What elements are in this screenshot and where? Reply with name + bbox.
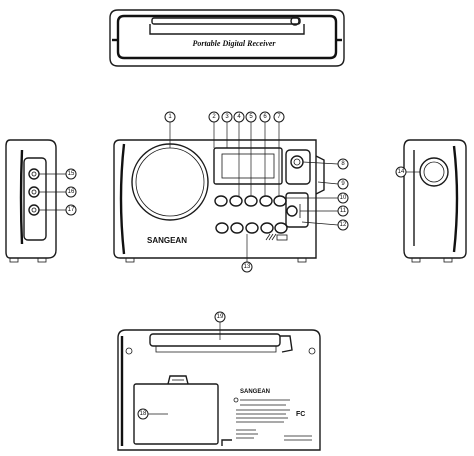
front-view: SANGEAN [113, 139, 325, 263]
back-body-outline [117, 329, 321, 451]
back-brand: SANGEAN [240, 389, 270, 395]
svg-text:15: 15 [68, 171, 75, 177]
callout-8: 8 [337, 158, 349, 170]
callout-9: 9 [337, 178, 349, 190]
left-foot-2 [37, 257, 47, 263]
svg-text:17: 17 [68, 207, 75, 213]
antenna-pivot [290, 16, 300, 26]
preset-3 [245, 222, 259, 234]
svg-text:19: 19 [217, 314, 224, 320]
callout-17: 17 [65, 204, 77, 216]
fcc-mark: FC [296, 411, 305, 418]
callout-19: 19 [214, 311, 226, 323]
tuning-knob-panel [285, 149, 311, 185]
callout-12: 12 [337, 219, 349, 231]
front-left-bezel [119, 143, 126, 255]
left-jack-panel [23, 157, 47, 241]
svg-text:7: 7 [277, 114, 281, 120]
svg-text:1: 1 [168, 114, 172, 120]
front-right-bracket [315, 155, 325, 195]
callout-5: 5 [245, 111, 257, 123]
svg-text:10: 10 [340, 195, 347, 201]
callout-2: 2 [208, 111, 220, 123]
callout-10: 10 [337, 192, 349, 204]
antenna-hinge [280, 335, 293, 353]
callout-6: 6 [259, 111, 271, 123]
front-foot-left [125, 257, 135, 263]
preset-5 [274, 222, 288, 234]
antenna-recess [149, 24, 305, 35]
front-foot-right [297, 257, 307, 263]
back-bottom-tab [221, 439, 232, 446]
preset-button-row [215, 222, 288, 234]
left-foot [9, 257, 19, 263]
button-d [259, 195, 273, 207]
svg-text:2: 2 [212, 114, 216, 120]
antenna-back [149, 333, 281, 347]
preset-1 [215, 222, 229, 234]
right-side-outline [403, 139, 467, 259]
svg-text:8: 8 [341, 161, 345, 167]
rating-label: SANGEAN FC [233, 389, 312, 441]
battery-door [133, 383, 219, 445]
back-view: SANGEAN FC [117, 329, 321, 451]
upper-button-row [214, 195, 287, 207]
lcd-window [221, 153, 275, 179]
svg-text:5: 5 [249, 114, 253, 120]
callout-7: 7 [273, 111, 285, 123]
callout-13: 13 [241, 261, 253, 273]
top-label: Portable Digital Receiver [192, 39, 276, 48]
right-side-curve [452, 145, 459, 253]
antenna-top [151, 17, 301, 25]
right-side-view [403, 139, 467, 263]
lcd-display [213, 147, 283, 185]
left-side-curve [19, 149, 24, 245]
svg-text:18: 18 [140, 411, 147, 417]
tuning-key [286, 205, 298, 217]
top-body-inner [116, 14, 338, 60]
callout-14: 14 [395, 166, 407, 178]
right-foot [411, 257, 421, 263]
button-a [214, 195, 228, 207]
left-side-view [5, 139, 57, 263]
svg-text:6: 6 [263, 114, 267, 120]
screw-left [125, 347, 133, 355]
svg-text:3: 3 [225, 114, 229, 120]
preset-4 [260, 222, 274, 234]
svg-text:4: 4 [237, 114, 241, 120]
callout-18: 18 [137, 408, 149, 420]
callout-16: 16 [65, 186, 77, 198]
tuning-key-panel [285, 192, 309, 228]
svg-text:13: 13 [244, 264, 251, 270]
front-brand: SANGEAN [147, 236, 187, 245]
left-side-outline [5, 139, 57, 259]
svg-text:9: 9 [341, 181, 345, 187]
svg-text:16: 16 [68, 189, 75, 195]
svg-text:12: 12 [340, 222, 347, 228]
callout-11: 11 [337, 205, 349, 217]
callout-3: 3 [221, 111, 233, 123]
preset-2 [230, 222, 244, 234]
top-view: Portable Digital Receiver [109, 9, 345, 67]
hd-logo-icon [265, 233, 288, 241]
callout-15: 15 [65, 168, 77, 180]
svg-text:14: 14 [398, 169, 405, 175]
svg-text:11: 11 [340, 208, 347, 214]
leader-lines [39, 122, 420, 415]
right-foot-2 [443, 257, 453, 263]
battery-latch [167, 375, 189, 385]
screw-right [308, 347, 316, 355]
callout-4: 4 [233, 111, 245, 123]
callout-1: 1 [164, 111, 176, 123]
button-b [229, 195, 243, 207]
